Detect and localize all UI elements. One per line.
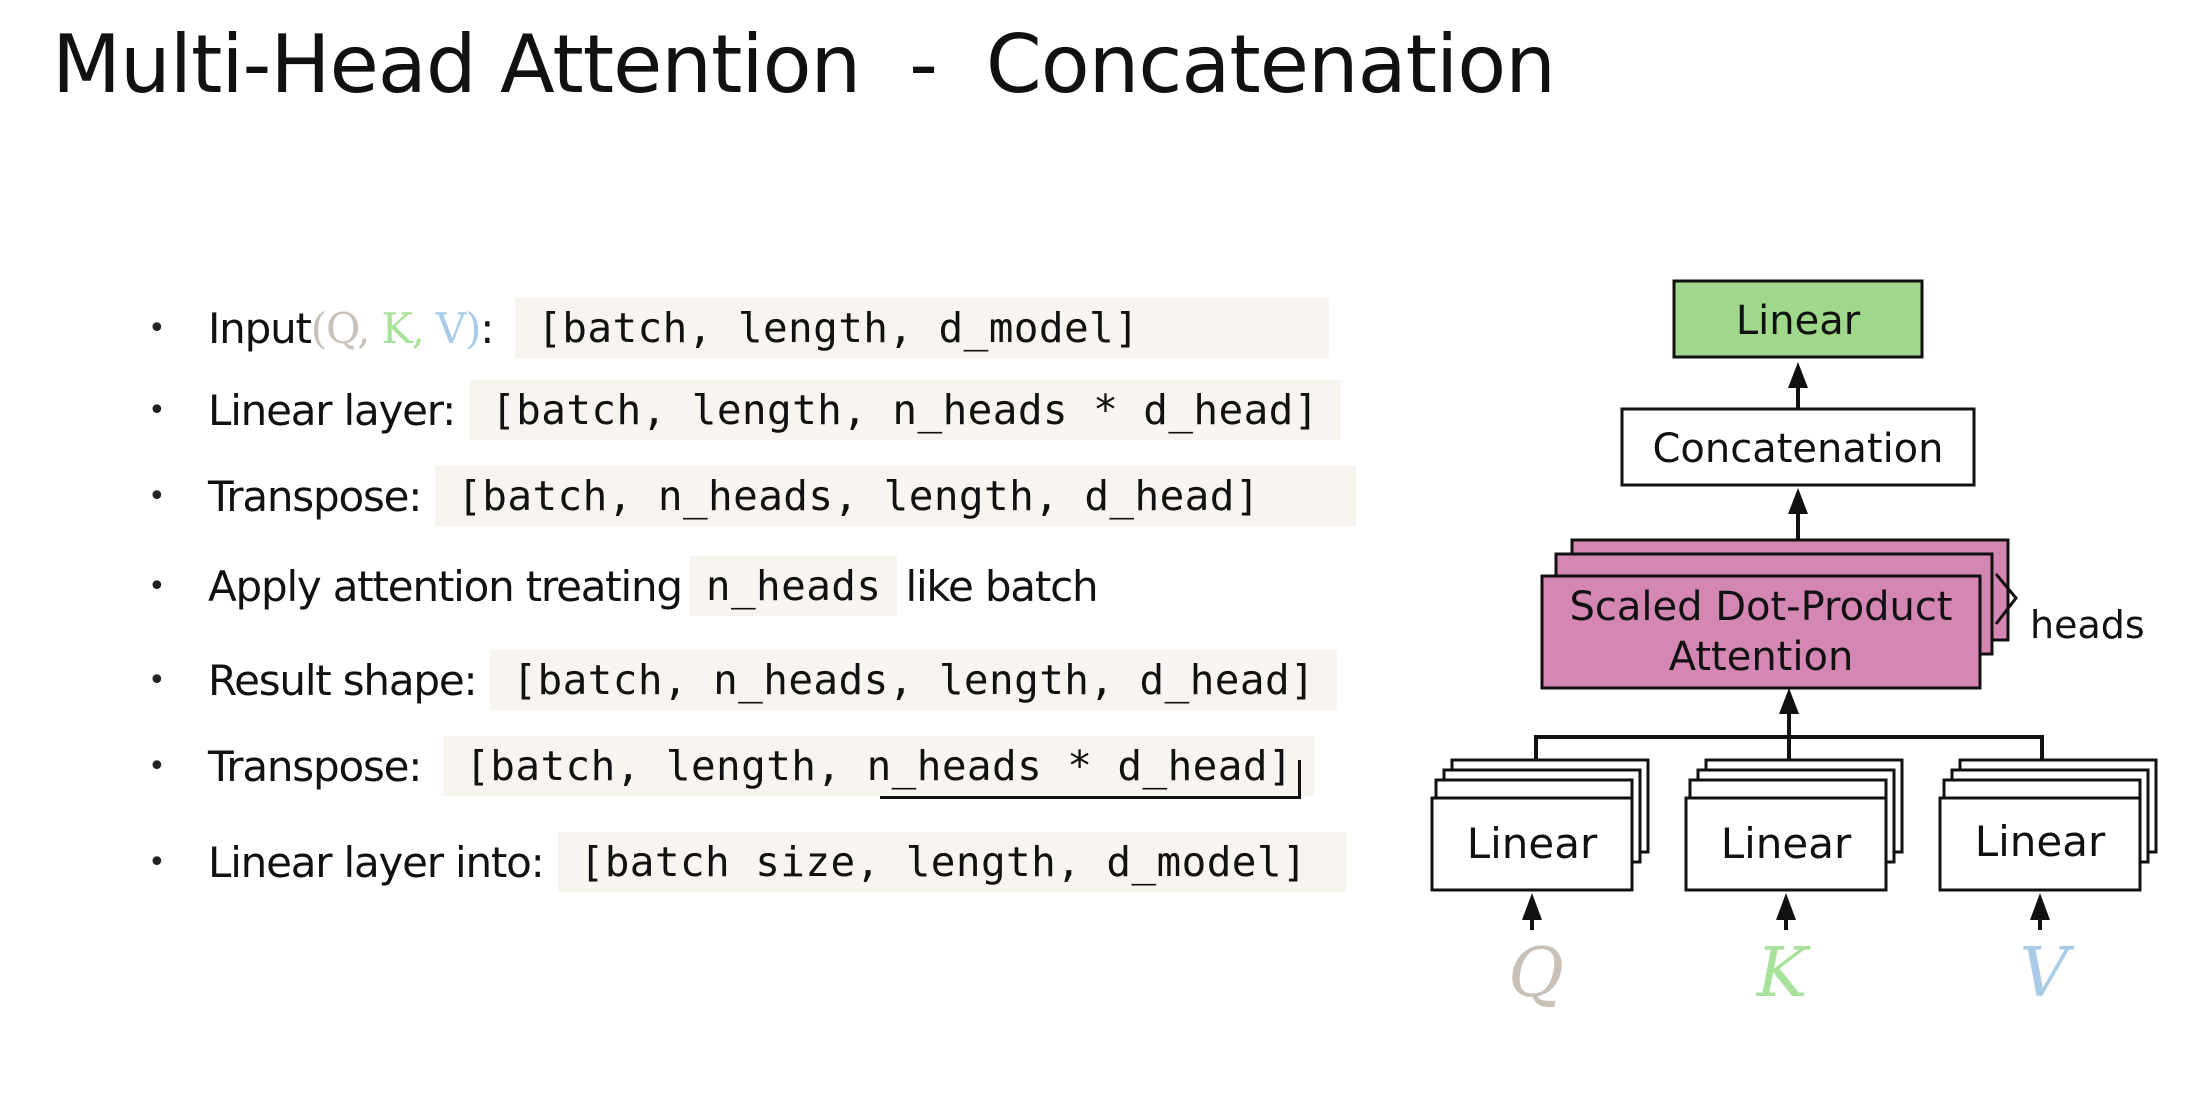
linear-k-label: Linear <box>1721 819 1852 868</box>
bullet-linear-layer: • Linear layer: [batch, length, n_heads … <box>148 380 1341 440</box>
bullet-dot: • <box>148 662 166 698</box>
v-input-symbol: V <box>2019 934 2074 1013</box>
bullet-label: Transpose: <box>208 741 422 791</box>
shape-code: [batch, n_heads, length, d_head] <box>490 650 1338 710</box>
annotation-underline <box>880 796 1300 799</box>
bullet-dot: • <box>148 748 166 784</box>
bullet-result-shape: • Result shape: [batch, n_heads, length,… <box>148 650 1338 710</box>
bullet-transpose-2: • Transpose: [batch, length, n_heads * d… <box>148 736 1315 796</box>
q-symbol: Q <box>325 303 358 353</box>
bullet-input: • Input(Q, K, V): [batch, length, d_mode… <box>148 298 1330 358</box>
bullet-list: • Input(Q, K, V): [batch, length, d_mode… <box>148 298 1356 892</box>
arrow-up-icon <box>1779 688 1799 714</box>
arrow-up-icon <box>1788 362 1808 388</box>
shape-code: [batch size, length, d_model] <box>557 832 1348 892</box>
arrow-up-icon <box>2030 893 2050 920</box>
attention-box-front <box>1540 574 1982 690</box>
heads-brace <box>1994 573 2018 625</box>
concatenation-label: Concatenation <box>1652 426 1943 472</box>
arrow-up-icon <box>1788 488 1808 514</box>
bullet-dot: • <box>148 844 166 880</box>
k-symbol: K <box>381 303 412 353</box>
inline-code: n_heads <box>689 556 898 616</box>
bullet-dot: • <box>148 478 166 514</box>
shape-code: [batch, length, n_heads * d_head] <box>469 380 1341 440</box>
linear-q-label: Linear <box>1467 819 1598 868</box>
linear-output-box <box>1672 279 1924 359</box>
bullet-dot: • <box>148 310 166 346</box>
bullet-label: Result shape: <box>208 655 478 705</box>
shape-code: [batch, length, n_heads * d_head] <box>443 736 1315 796</box>
bullet-label: Transpose: <box>208 471 422 521</box>
linear-v-box <box>1938 796 2142 892</box>
bullet-apply-attention: • Apply attention treating n_heads like … <box>148 556 1099 616</box>
q-input-symbol: Q <box>1508 934 1564 1013</box>
bullet-label: Linear layer into: <box>208 837 545 887</box>
bullet-dot: • <box>148 568 166 604</box>
arrow-up-icon <box>1522 893 1542 920</box>
attention-label-line1: Scaled Dot-Product <box>1570 584 1953 630</box>
bullet-label: Linear layer: <box>208 385 456 435</box>
k-input-symbol: K <box>1755 934 1812 1013</box>
bullet-dot: • <box>148 392 166 428</box>
v-symbol: V <box>435 303 466 353</box>
bullet-linear-layer-into: • Linear layer into: [batch size, length… <box>148 832 1348 892</box>
linear-output-label: Linear <box>1736 298 1861 344</box>
page-title: Multi-Head Attention - Concatenation <box>52 18 1556 111</box>
shape-code: [batch, length, d_model] <box>515 298 1330 358</box>
bullet-transpose-1: • Transpose: [batch, n_heads, length, d_… <box>148 466 1356 526</box>
annotation-underline-tick <box>1298 760 1301 799</box>
arrow-up-icon <box>1776 893 1796 920</box>
linear-v-label: Linear <box>1975 817 2106 866</box>
heads-label: heads <box>2030 603 2145 647</box>
concatenation-box <box>1620 407 1976 487</box>
bullet-label: Input(Q, K, V): <box>208 303 494 353</box>
shape-code: [batch, n_heads, length, d_head] <box>435 466 1356 526</box>
attention-label-line2: Attention <box>1669 634 1854 680</box>
bullet-label: Apply attention treating <box>208 561 683 611</box>
linear-k-box <box>1684 796 1888 892</box>
linear-q-box <box>1430 796 1634 892</box>
bullet-label: like batch <box>905 561 1098 611</box>
